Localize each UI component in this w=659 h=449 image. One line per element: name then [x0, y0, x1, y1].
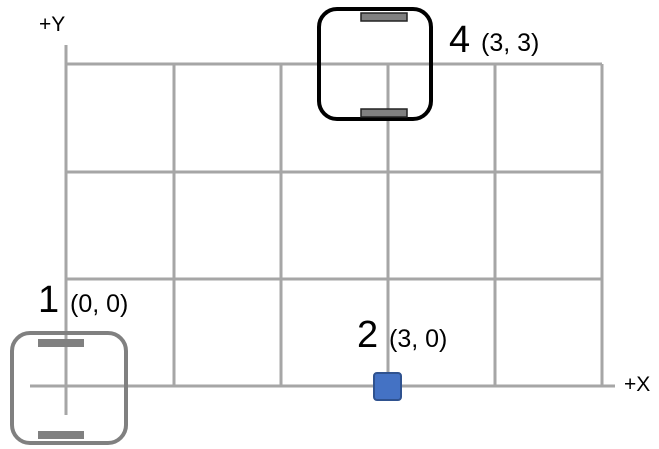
wheel-bottom [360, 108, 408, 118]
wheel-bottom [38, 431, 84, 439]
robot-start-icon [10, 331, 128, 445]
point-1-number: 1 [38, 279, 60, 321]
wheel-top [360, 12, 408, 22]
point-1-coord: (0, 0) [70, 290, 129, 318]
point-4-number: 4 [449, 19, 471, 61]
x-axis-label: +X [624, 373, 651, 396]
point-4-coord: (3, 3) [481, 29, 540, 57]
grid [66, 62, 604, 386]
wheel-top [38, 339, 84, 347]
waypoint-marker [373, 372, 402, 401]
point-2-coord: (3, 0) [389, 325, 448, 353]
robot-icon [317, 7, 433, 121]
point-2-number: 2 [357, 314, 379, 356]
y-axis-label: +Y [39, 13, 66, 36]
